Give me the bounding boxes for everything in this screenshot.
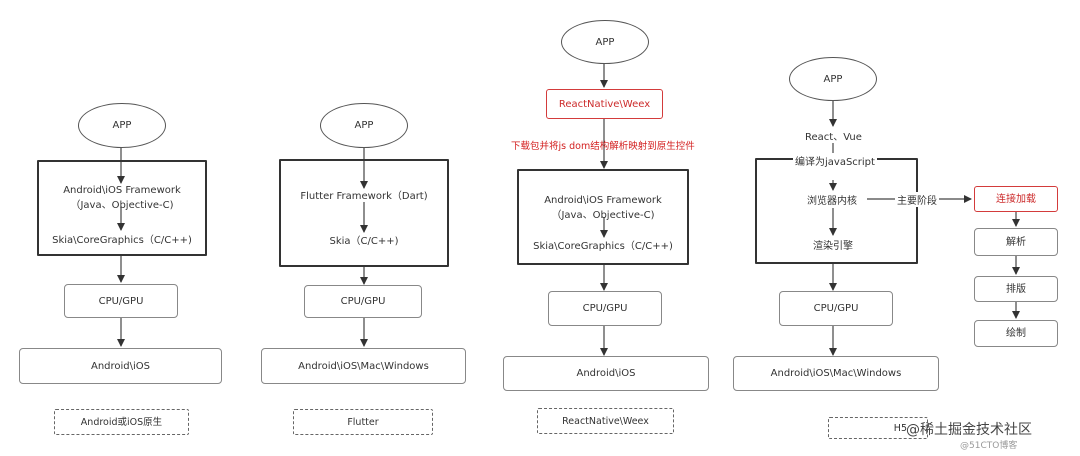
col1-framework-line1: Android\iOS Framework [63, 185, 181, 196]
col2-caption: Flutter [293, 409, 433, 435]
col3-framework-line1: Android\iOS Framework [544, 195, 662, 206]
col3-caption: ReactNative\Weex [537, 408, 674, 434]
col3-framework-line2: （Java、Objective-C) [551, 210, 655, 221]
stage-paint: 绘制 [974, 320, 1058, 347]
col2-graphics-label: Skia（C/C++) [329, 236, 399, 247]
col3-cpu-node: CPU/GPU [548, 291, 662, 326]
col4-platform-node: Android\iOS\Mac\Windows [733, 356, 939, 391]
col1-caption: Android或iOS原生 [54, 409, 189, 435]
col2-framework-frame: Flutter Framework（Dart) Skia（C/C++) [279, 159, 449, 267]
col1-framework-frame: Android\iOS Framework （Java、Objective-C)… [37, 160, 207, 256]
col4-kernel-label: 浏览器内核 [805, 192, 859, 207]
watermark-small-text: @51CTO博客 [960, 441, 1018, 451]
col3-framework-frame: Android\iOS Framework （Java、Objective-C)… [517, 169, 689, 265]
watermark-small: @51CTO博客 [960, 436, 1017, 452]
col3-graphics-label: Skia\CoreGraphics（C/C++) [533, 241, 673, 252]
col3-app-node: APP [561, 20, 649, 64]
col4-render-label: 渲染引擎 [811, 237, 855, 252]
col4-main-stage-label: 主要阶段 [895, 192, 939, 207]
col2-platform-node: Android\iOS\Mac\Windows [261, 348, 466, 384]
col3-platform-node: Android\iOS [503, 356, 709, 391]
stage-connect-load: 连接加载 [974, 186, 1058, 212]
col3-bridge-note: 下载包并将js dom结构解析映射到原生控件 [511, 141, 695, 152]
col4-compile-label: 编译为javaScript [793, 153, 877, 168]
col1-cpu-node: CPU/GPU [64, 284, 178, 318]
col3-bridge-node: ReactNative\Weex [546, 89, 663, 119]
stage-layout: 排版 [974, 276, 1058, 302]
col4-cpu-node: CPU/GPU [779, 291, 893, 326]
col2-app-node: APP [320, 103, 408, 148]
col4-app-node: APP [789, 57, 877, 101]
col2-cpu-node: CPU/GPU [304, 285, 422, 318]
col4-caption: H5 [828, 417, 928, 439]
col1-app-node: APP [78, 103, 166, 148]
col1-platform-node: Android\iOS [19, 348, 222, 384]
col1-framework-line2: （Java、Objective-C) [70, 200, 174, 211]
col4-source-label: React、Vue [803, 128, 864, 143]
stage-parse: 解析 [974, 228, 1058, 256]
col1-graphics-label: Skia\CoreGraphics（C/C++) [52, 235, 192, 246]
watermark: @稀土掘金技术社区 [906, 419, 1032, 439]
watermark-text: @稀土掘金技术社区 [906, 422, 1032, 438]
col2-framework-label: Flutter Framework（Dart) [300, 191, 428, 202]
